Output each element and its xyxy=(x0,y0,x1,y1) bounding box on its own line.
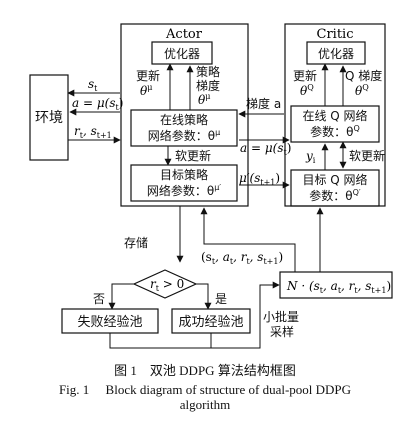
actor-container xyxy=(120,23,249,207)
actor-optimizer-box xyxy=(151,41,213,65)
sample-to-actor-line xyxy=(200,207,296,272)
environment-box xyxy=(29,74,69,161)
critic-grad-label: Q 梯度 xyxy=(345,68,382,83)
critic-soft-update-label: 软更新 xyxy=(349,148,385,163)
critic-target-line2: 参数：θQ′ xyxy=(309,188,361,203)
caption-en-line1: Fig. 1 Block diagram of structure of dua… xyxy=(58,382,352,397)
minibatch-label-1: 小批量 xyxy=(263,309,299,324)
actor-soft-update-label: 软更新 xyxy=(175,148,211,163)
actor-grad-theta: θμ xyxy=(198,92,210,107)
sample-label: N · (st, at, rt, st+1) xyxy=(286,279,391,295)
store-label: 存储 xyxy=(124,235,148,250)
critic-online-line1: 在线 Q 网络 xyxy=(302,108,367,123)
critic-optimizer-box xyxy=(306,41,366,65)
grad-a-label: 梯度 a xyxy=(246,96,281,111)
yes-label: 是 xyxy=(215,292,227,306)
critic-online-line2: 参数：θQ xyxy=(310,124,360,139)
environment-label: 环境 xyxy=(35,110,63,126)
state-label: st xyxy=(88,77,98,93)
no-branch-line xyxy=(108,283,134,310)
actor-target-line1: 目标策略 xyxy=(160,167,208,182)
no-label: 否 xyxy=(93,292,105,306)
actor-grad-label-2: 梯度 xyxy=(196,78,220,93)
critic-title: Critic xyxy=(317,27,354,42)
actor-online-box xyxy=(130,109,238,147)
action-label: a = μ(st) xyxy=(72,96,123,112)
mu-prime-label: μ′(st+1) xyxy=(239,171,280,187)
success-pool-label: 成功经验池 xyxy=(178,314,243,330)
actor-grad-label-1: 策略 xyxy=(196,64,220,79)
critic-yi-label: yi xyxy=(305,149,316,165)
actor-update-theta: θμ xyxy=(140,83,152,98)
actor-online-line2: 网络参数：θμ xyxy=(148,128,220,143)
amu-label: a = μ(st) xyxy=(240,141,291,157)
reward-label: rt, st+1 xyxy=(74,124,112,140)
minibatch-label-2: 采样 xyxy=(270,324,294,339)
actor-target-line2: 网络参数：θμ′ xyxy=(147,183,221,198)
caption-cn: 图 1 双池 DDPG 算法结构框图 xyxy=(114,363,296,378)
pools-to-sample-line xyxy=(109,281,280,349)
actor-target-box xyxy=(130,164,238,202)
fail-pool-label: 失败经验池 xyxy=(77,314,142,330)
yes-branch-line xyxy=(196,283,212,310)
critic-online-box xyxy=(290,105,380,143)
actor-update-label: 更新 xyxy=(136,68,160,83)
critic-update-label: 更新 xyxy=(293,68,317,83)
decision-diamond xyxy=(132,269,198,299)
tuple-label: (st, at, rt, st+1) xyxy=(201,250,283,266)
critic-target-box xyxy=(290,169,380,207)
critic-update-theta: θQ xyxy=(300,83,314,98)
critic-grad-theta: θQ xyxy=(355,83,369,98)
actor-title: Actor xyxy=(165,27,203,42)
critic-target-line1: 目标 Q 网络 xyxy=(302,172,367,187)
critic-optimizer-label: 优化器 xyxy=(318,47,354,61)
caption-en-line2: algorithm xyxy=(179,397,231,412)
actor-optimizer-label: 优化器 xyxy=(164,47,200,61)
actor-online-line1: 在线策略 xyxy=(160,112,208,127)
sample-box xyxy=(279,271,393,299)
decision-label: rt > 0 xyxy=(150,277,184,293)
